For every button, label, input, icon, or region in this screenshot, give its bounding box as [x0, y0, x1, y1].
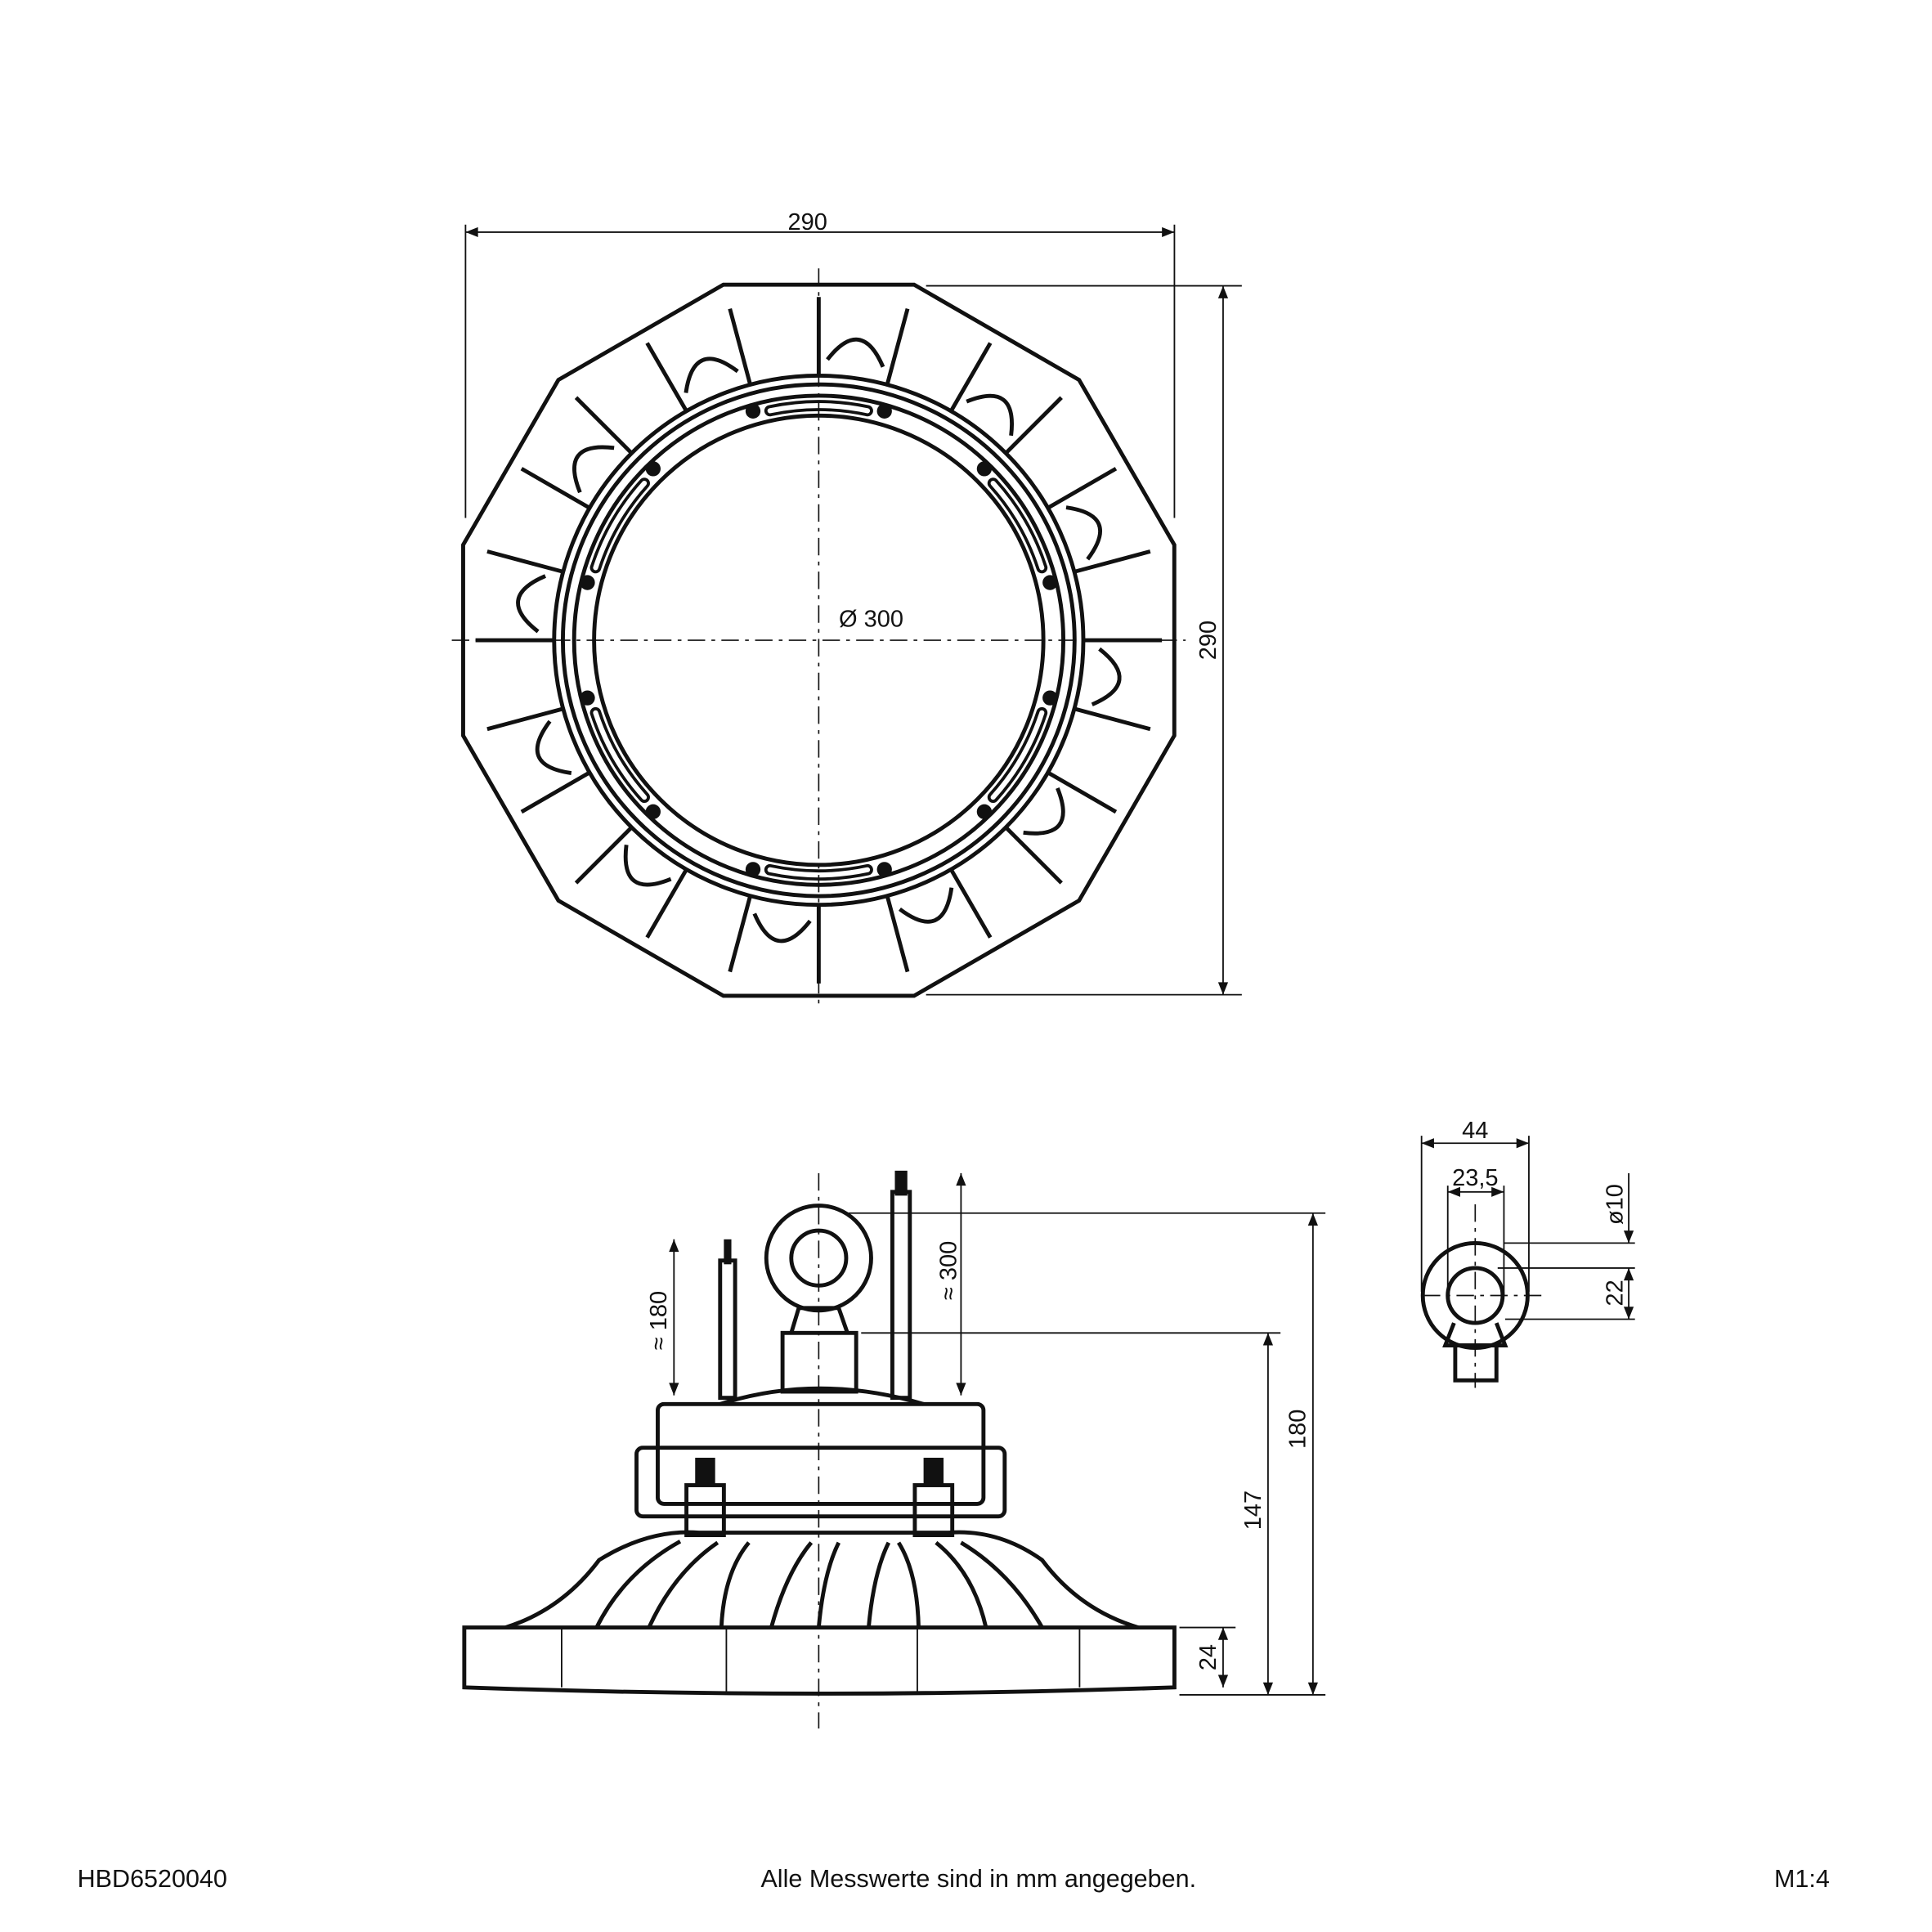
- fin: [728, 307, 752, 384]
- fin-arch: [1091, 647, 1122, 706]
- slot: [593, 481, 648, 571]
- fin-arch: [535, 719, 572, 775]
- fin: [1047, 467, 1118, 509]
- eye-bolt-detail: 44 23,5 ø10 22: [1420, 1118, 1635, 1388]
- mounting-hole: [645, 461, 661, 477]
- eye-inner-width: 23,5: [1452, 1165, 1498, 1191]
- units-note: Alle Messwerte sind in mm angegeben.: [760, 1865, 1196, 1893]
- mounting-hole: [976, 804, 993, 819]
- fin-arch: [966, 393, 1014, 437]
- cooling-fins: [475, 297, 1163, 984]
- scale: M1:4: [1774, 1865, 1830, 1893]
- fin: [1005, 396, 1063, 454]
- mounting-hole: [645, 804, 661, 819]
- fin: [645, 869, 688, 939]
- base-height: 24: [1195, 1644, 1222, 1670]
- side-view: ≈ 180 ≈ 300 180 147 24: [462, 1170, 1326, 1729]
- mounting-hole: [876, 403, 892, 419]
- fin: [885, 896, 910, 973]
- fin: [1047, 771, 1118, 814]
- mounting-hole: [976, 461, 993, 477]
- fin: [486, 706, 563, 732]
- fin: [728, 896, 752, 973]
- slot: [767, 867, 871, 878]
- fin: [520, 467, 590, 509]
- eye-inner-height: 22: [1602, 1280, 1628, 1306]
- fin: [885, 307, 910, 384]
- fin: [574, 396, 633, 454]
- fin: [1074, 549, 1151, 574]
- fin: [574, 827, 633, 885]
- slot: [990, 710, 1045, 800]
- cable-left-length: ≈ 180: [646, 1291, 672, 1350]
- fin-arch: [572, 445, 615, 494]
- fin-arch: [1023, 787, 1065, 836]
- slot: [593, 710, 648, 800]
- mounting-hole: [745, 862, 761, 877]
- height-dimension: 290: [1195, 621, 1222, 660]
- eye-wire-diameter: ø10: [1602, 1184, 1628, 1225]
- fin-arch: [684, 356, 739, 393]
- slot: [990, 481, 1045, 571]
- fin: [486, 549, 563, 574]
- mounting-hole: [1042, 575, 1058, 590]
- mounting-hole: [745, 403, 761, 419]
- housing-outline: [461, 282, 1177, 998]
- article-number: HBD6520040: [78, 1865, 227, 1893]
- fin-arch: [623, 845, 672, 887]
- cable-right-length: ≈ 300: [935, 1241, 962, 1300]
- fin: [1074, 706, 1151, 732]
- mounting-hole: [580, 575, 595, 590]
- width-dimension: 290: [787, 209, 827, 235]
- mounting-hole: [580, 690, 595, 706]
- body-height: 147: [1240, 1490, 1266, 1530]
- diameter-dimension: Ø 300: [839, 606, 903, 632]
- fin-arch: [1065, 505, 1102, 561]
- eye-outer-width: 44: [1462, 1118, 1488, 1144]
- mounting-hole: [1042, 690, 1058, 706]
- fin-arch: [752, 912, 812, 944]
- total-height: 180: [1285, 1410, 1311, 1449]
- fin-arch: [516, 574, 546, 634]
- fin: [949, 342, 993, 411]
- fin: [1005, 827, 1063, 885]
- top-view: 290 290 Ø 300: [451, 209, 1242, 1009]
- fin-arch: [826, 337, 885, 368]
- fin: [949, 869, 993, 939]
- fin: [645, 342, 688, 411]
- fin-arch: [899, 887, 954, 924]
- mounting-slots: [580, 400, 1058, 881]
- footer: HBD6520040 Alle Messwerte sind in mm ang…: [78, 1865, 1830, 1893]
- fin: [520, 771, 590, 814]
- mounting-hole: [876, 862, 892, 877]
